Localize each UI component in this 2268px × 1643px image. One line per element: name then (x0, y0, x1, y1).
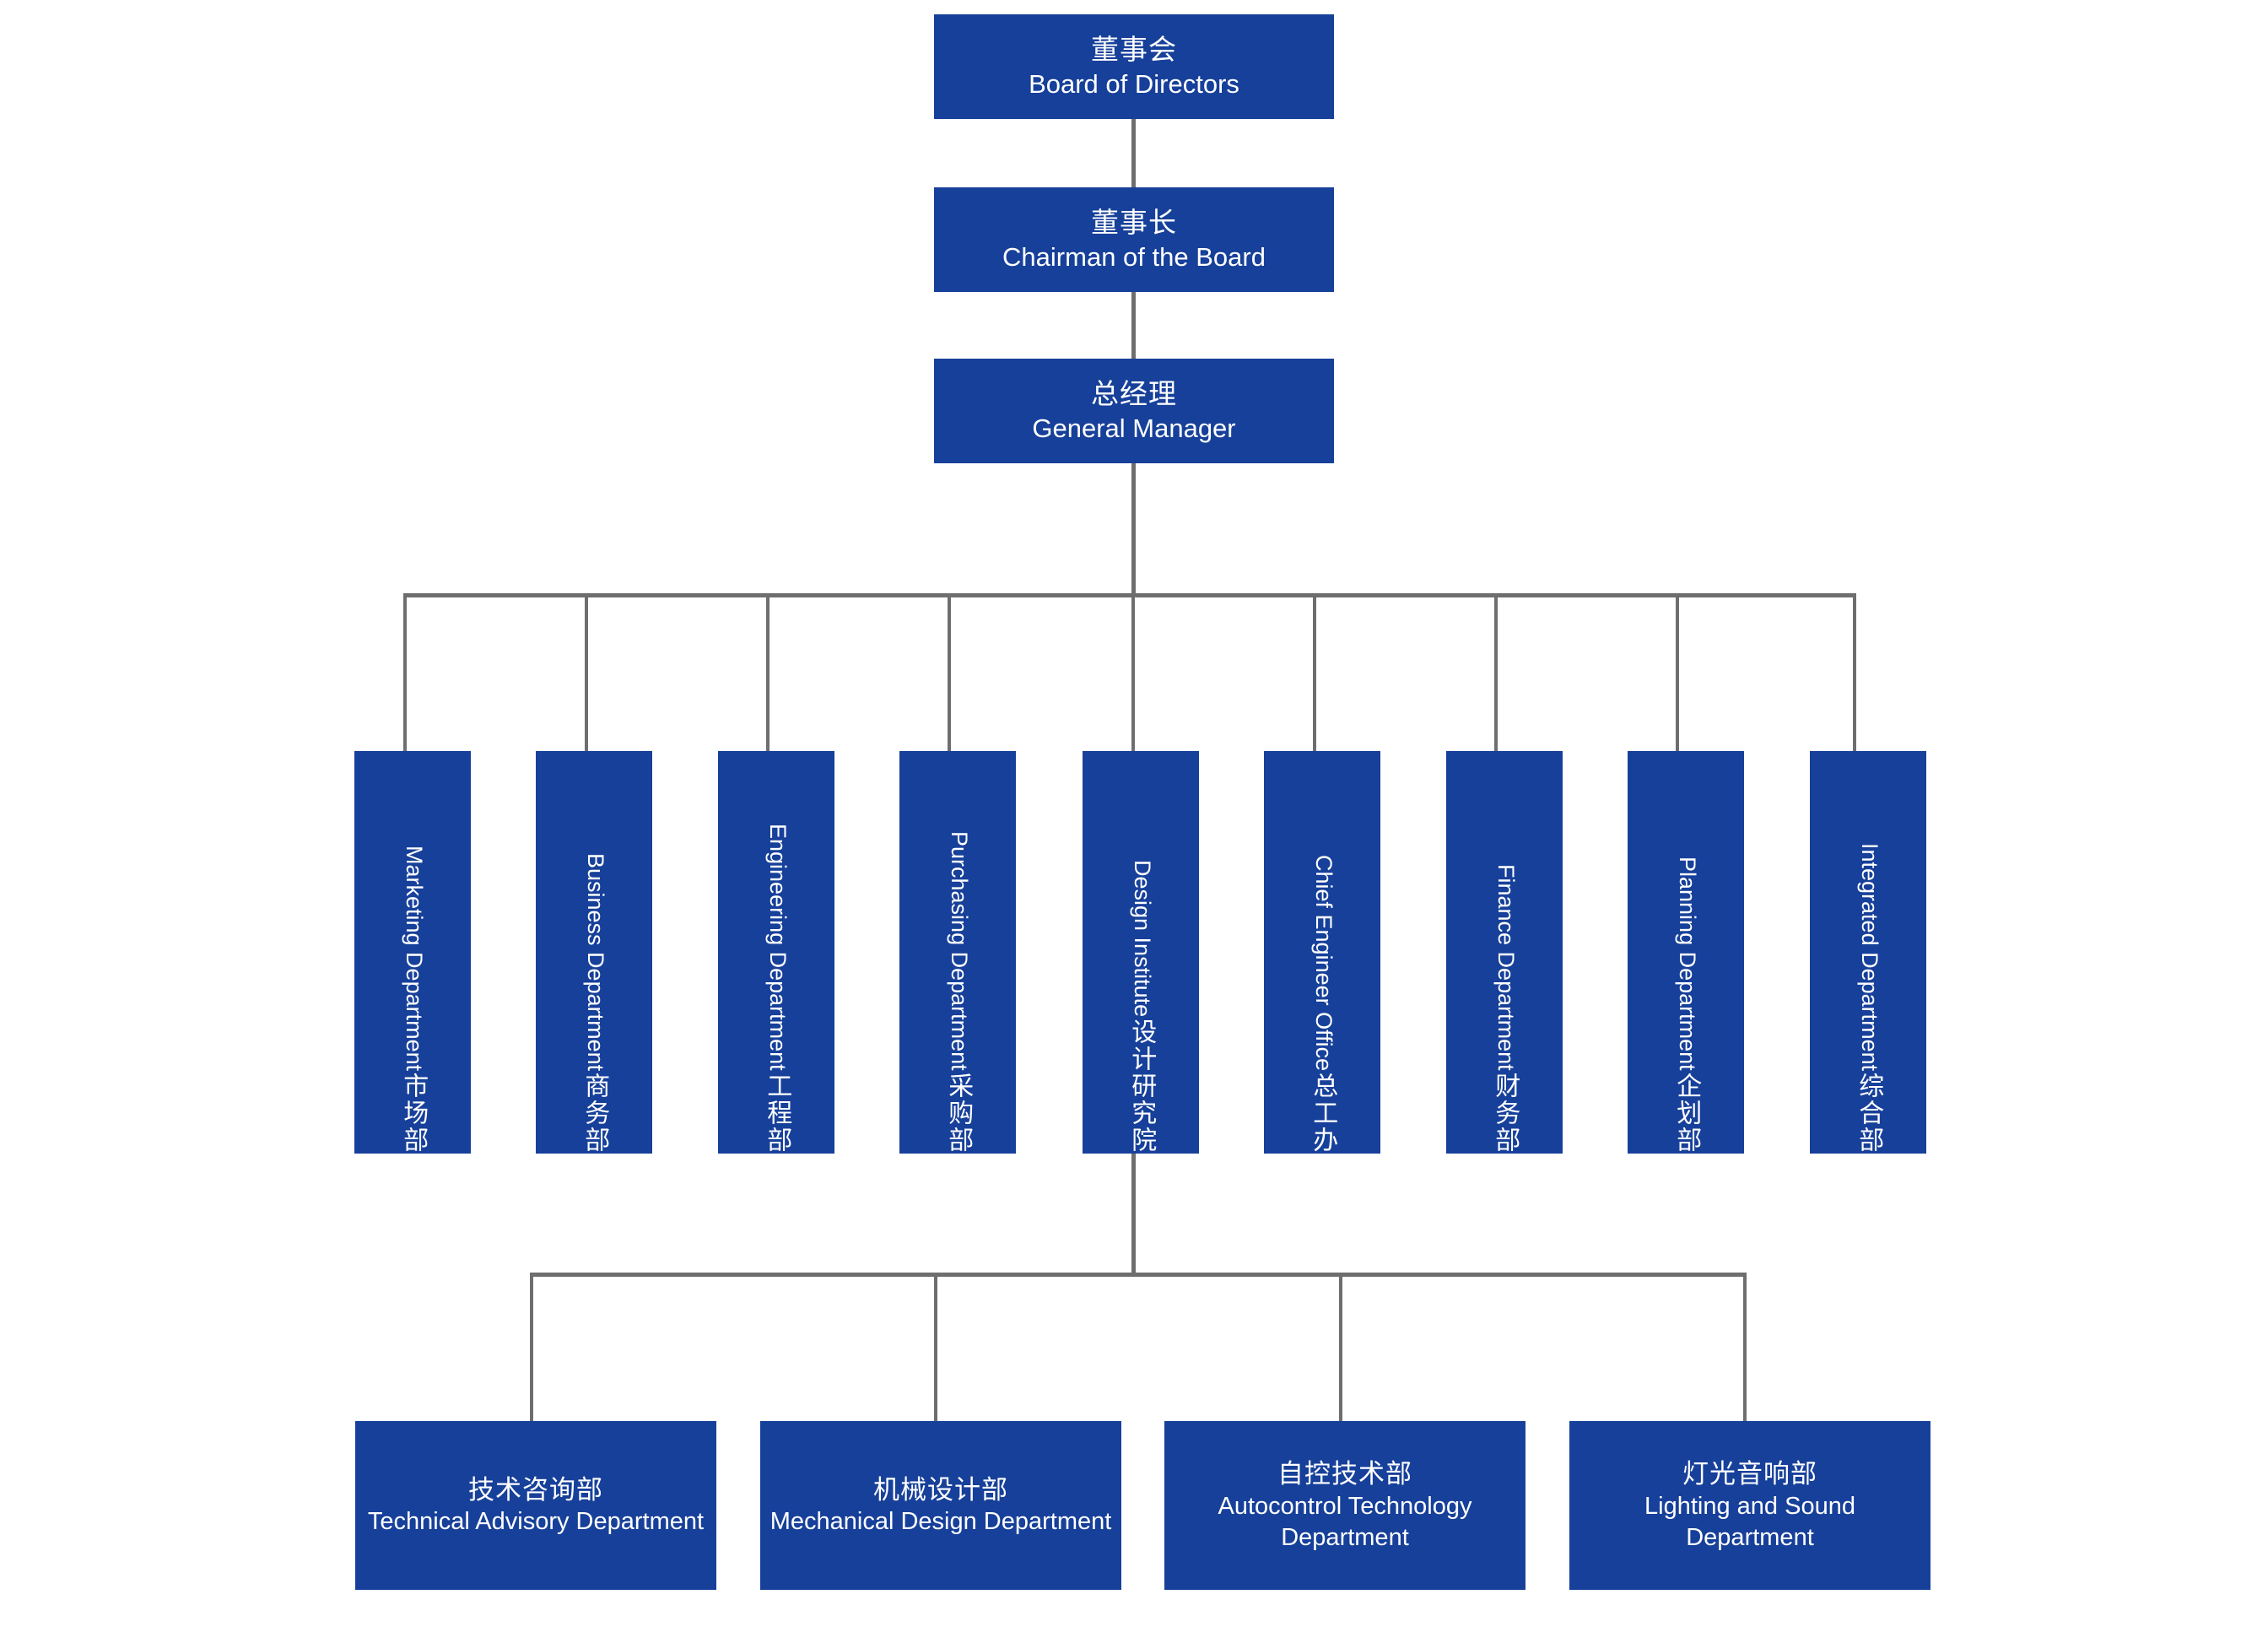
node-business-department[interactable]: 商务部 Business Department (536, 751, 652, 1154)
node-label-cn: 技术咨询部 (468, 1474, 603, 1505)
node-label-en: Planning Department (1675, 857, 1701, 1071)
connector-stub-dept-7 (1494, 593, 1498, 754)
connector-stub-sub-4 (1743, 1273, 1747, 1433)
node-marketing-department[interactable]: 市场部 Marketing Department (354, 751, 471, 1154)
node-label-cn: 灯光音响部 (1682, 1459, 1817, 1489)
vertical-label-stack: 设计研究院 Design Institute (1125, 785, 1157, 1154)
node-planning-department[interactable]: 企划部 Planning Department (1628, 751, 1744, 1154)
node-chief-engineer-office[interactable]: 总工办 Chief Engineer Office (1264, 751, 1380, 1154)
node-label-en: General Manager (1032, 413, 1236, 444)
node-label-cn: 工程部 (763, 1073, 791, 1154)
node-design-institute[interactable]: 设计研究院 Design Institute (1083, 751, 1199, 1154)
connector-stub-dept-1 (403, 593, 407, 754)
node-label-en: Chairman of the Board (1002, 242, 1266, 273)
node-label-en: Autocontrol Technology Department (1218, 1492, 1472, 1551)
connector-department-bus (403, 593, 1856, 597)
node-label-cn: 采购部 (944, 1073, 973, 1154)
node-label-cn: 自控技术部 (1277, 1459, 1412, 1489)
node-technical-advisory-department[interactable]: 技术咨询部 Technical Advisory Department (355, 1421, 716, 1590)
node-label-en: Mechanical Design Department (770, 1508, 1112, 1536)
vertical-label-stack: 商务部 Business Department (578, 785, 610, 1154)
connector-stub-dept-9 (1853, 593, 1856, 754)
vertical-label-stack: 市场部 Marketing Department (397, 785, 429, 1154)
connector-stub-sub-1 (530, 1273, 533, 1433)
vertical-label-stack: 企划部 Planning Department (1670, 785, 1702, 1154)
vertical-label-stack: 采购部 Purchasing Department (942, 785, 974, 1154)
connector-stub-sub-2 (934, 1273, 937, 1433)
node-label-cn: 总工办 (1309, 1073, 1337, 1154)
vertical-label-stack: 总工办 Chief Engineer Office (1306, 785, 1338, 1154)
vertical-label-stack: 财务部 Finance Department (1488, 785, 1520, 1154)
node-label-en: Design Institute (1130, 859, 1156, 1017)
connector-stub-dept-5 (1131, 593, 1135, 754)
node-label-en: Marketing Department (402, 845, 428, 1071)
node-general-manager[interactable]: 总经理 General Manager (934, 359, 1334, 463)
node-label-cn: 市场部 (399, 1073, 428, 1154)
node-label-en: Business Department (583, 852, 609, 1071)
node-autocontrol-technology-department[interactable]: 自控技术部 Autocontrol Technology Department (1164, 1421, 1526, 1590)
node-engineering-department[interactable]: 工程部 Engineering Department (718, 751, 834, 1154)
node-label-en: Board of Directors (1029, 69, 1239, 100)
node-chairman-of-the-board[interactable]: 董事长 Chairman of the Board (934, 187, 1334, 292)
connector-board-to-chairman (1131, 119, 1136, 187)
node-label-cn: 董事会 (1091, 34, 1177, 66)
node-label-cn: 商务部 (580, 1073, 609, 1154)
node-label-en: Finance Department (1493, 864, 1520, 1071)
node-label-cn: 总经理 (1091, 378, 1177, 410)
node-label-cn: 设计研究院 (1127, 1019, 1156, 1154)
connector-sub-department-bus (530, 1273, 1747, 1277)
connector-stub-dept-8 (1676, 593, 1679, 754)
node-lighting-and-sound-department[interactable]: 灯光音响部 Lighting and Sound Department (1569, 1421, 1930, 1590)
connector-stub-sub-3 (1339, 1273, 1342, 1433)
vertical-label-stack: 综合部 Integrated Department (1852, 785, 1884, 1154)
node-label-en: Integrated Department (1857, 842, 1883, 1071)
node-label-en: Lighting and Sound Department (1644, 1492, 1855, 1551)
node-board-of-directors[interactable]: 董事会 Board of Directors (934, 14, 1334, 119)
connector-design-institute-to-sub-bus (1131, 1154, 1136, 1275)
node-label-cn: 综合部 (1855, 1073, 1883, 1154)
node-label-cn: 机械设计部 (873, 1474, 1008, 1505)
connector-stub-dept-6 (1313, 593, 1316, 754)
node-integrated-department[interactable]: 综合部 Integrated Department (1810, 751, 1926, 1154)
vertical-label-stack: 工程部 Engineering Department (760, 785, 792, 1154)
node-label-en: Purchasing Department (947, 831, 973, 1071)
node-label-en: Technical Advisory Department (367, 1508, 705, 1536)
connector-gm-to-bus (1131, 463, 1136, 595)
node-label-en: Chief Engineer Office (1311, 854, 1337, 1071)
node-label-cn: 董事长 (1091, 207, 1177, 239)
node-purchasing-department[interactable]: 采购部 Purchasing Department (899, 751, 1016, 1154)
node-finance-department[interactable]: 财务部 Finance Department (1446, 751, 1563, 1154)
connector-stub-dept-3 (766, 593, 770, 754)
connector-stub-dept-2 (585, 593, 588, 754)
node-mechanical-design-department[interactable]: 机械设计部 Mechanical Design Department (760, 1421, 1121, 1590)
node-label-cn: 企划部 (1672, 1073, 1701, 1154)
node-label-cn: 财务部 (1491, 1073, 1520, 1154)
connector-chairman-to-gm (1131, 292, 1136, 359)
node-label-en: Engineering Department (765, 824, 791, 1071)
connector-stub-dept-4 (948, 593, 951, 754)
